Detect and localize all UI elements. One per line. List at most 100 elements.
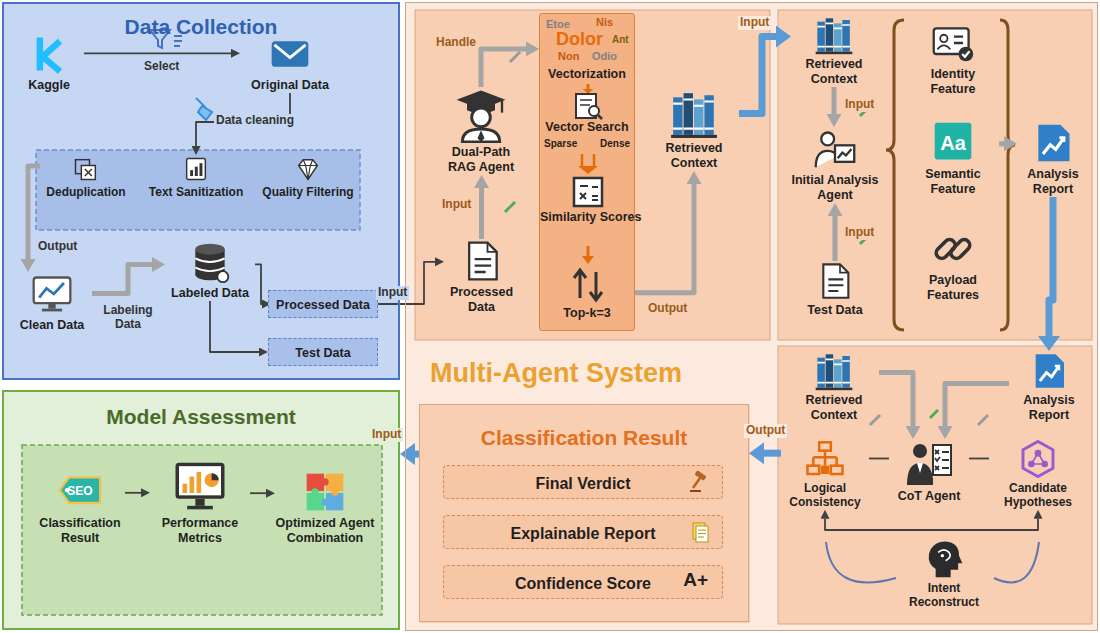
item-icon bbox=[688, 470, 712, 494]
intent-arc-right bbox=[994, 542, 1039, 583]
rag-subpanel bbox=[415, 10, 770, 340]
flow-arrow bbox=[969, 458, 989, 460]
document-node: Processed Data bbox=[444, 239, 519, 315]
analysis-subpanel bbox=[778, 10, 1092, 340]
feature-node: Identity Feature bbox=[907, 21, 999, 97]
vector-pipeline-column: EtoeNisDolorAntNonOdioVectorizationVecto… bbox=[539, 13, 635, 331]
node-title: A+ bbox=[683, 569, 708, 592]
broom-icon bbox=[196, 98, 212, 120]
flow-arrow bbox=[84, 52, 231, 54]
gavel-icon bbox=[688, 470, 712, 494]
cleaning-step: Quality Filtering bbox=[258, 155, 358, 199]
flow-arrow bbox=[250, 492, 266, 494]
node-label: Explainable Report bbox=[444, 518, 722, 549]
data-collection-panel-fill bbox=[2, 2, 400, 380]
node-label: Test Data bbox=[269, 341, 377, 366]
cot-icon bbox=[905, 439, 953, 487]
flow-arrow bbox=[879, 373, 913, 426]
node-label: Identity Feature bbox=[907, 67, 999, 97]
perf-icon bbox=[172, 458, 228, 514]
result-item: Final Verdict bbox=[443, 465, 723, 499]
assessment-node: Optimized Agent Combination bbox=[275, 470, 375, 546]
grad-icon bbox=[453, 87, 509, 143]
sanit-icon bbox=[182, 155, 210, 183]
edge-label: Handle bbox=[434, 36, 478, 50]
edge-label: Labeling Data bbox=[98, 304, 158, 332]
reasoning-node: Intent Reconstruct bbox=[899, 539, 989, 610]
flow-arrow bbox=[764, 450, 781, 457]
database-node: Labeled Data bbox=[165, 240, 255, 301]
node-title: Multi-Agent System bbox=[430, 357, 682, 389]
node-label: Initial Analysis Agent bbox=[789, 173, 881, 203]
document-node: Test Data bbox=[799, 261, 871, 318]
edge-label: Output bbox=[744, 424, 787, 438]
flow-arrow bbox=[999, 141, 1004, 146]
hypo-icon bbox=[1018, 439, 1058, 479]
intent-arc-left bbox=[826, 542, 896, 583]
cleaning-step: Deduplication bbox=[40, 155, 132, 199]
flow-arrow bbox=[1049, 197, 1053, 336]
books-icon bbox=[669, 89, 719, 139]
head-icon bbox=[924, 539, 964, 579]
result-panel: Classification ResultFinal VerdictExplai… bbox=[419, 404, 749, 622]
left-brace bbox=[886, 20, 904, 330]
edge-label: Input bbox=[738, 16, 771, 30]
flow-arrow bbox=[945, 383, 1009, 426]
report-icon bbox=[1029, 351, 1069, 391]
cleaning-band bbox=[36, 150, 360, 230]
doc-icon bbox=[460, 239, 504, 283]
node-label: Quality Filtering bbox=[258, 185, 358, 199]
assessment-inner-box bbox=[22, 445, 382, 615]
flow-arrow bbox=[832, 87, 837, 114]
books-icon bbox=[814, 15, 854, 55]
flow-arrow bbox=[833, 216, 838, 261]
flow-arrow bbox=[92, 264, 152, 293]
context-node: Retrieved Context bbox=[789, 351, 879, 423]
node-title: Dolor bbox=[556, 29, 603, 51]
node-title: Odio bbox=[592, 50, 617, 63]
report-node: Analysis Report bbox=[1017, 121, 1089, 197]
node-label: Dual-Path RAG Agent bbox=[438, 145, 524, 175]
node-title: Model Assessment bbox=[4, 404, 398, 429]
context-node: Retrieved Context bbox=[791, 15, 877, 87]
cot-subpanel bbox=[778, 346, 1092, 624]
node-title: Dense bbox=[600, 138, 630, 150]
node-label: Final Verdict bbox=[444, 468, 722, 499]
classification-panel-fill bbox=[420, 405, 750, 623]
node-label: CoT Agent bbox=[889, 489, 969, 504]
node-label: Optimized Agent Combination bbox=[275, 516, 375, 546]
data-split-box: Processed Data bbox=[268, 290, 378, 318]
node-label: Deduplication bbox=[40, 185, 132, 199]
dedup-icon bbox=[72, 155, 100, 183]
node-label: Labeled Data bbox=[165, 286, 255, 301]
feature-node: Payload Features bbox=[907, 227, 999, 303]
edge-label: Data cleaning bbox=[214, 114, 296, 128]
cleaning-step: Text Sanitization bbox=[136, 155, 256, 199]
node-title: Data Collection bbox=[4, 14, 398, 39]
node-label: Payload Features bbox=[907, 273, 999, 303]
agent-node: CoT Agent bbox=[889, 439, 969, 504]
flow-arrow bbox=[378, 262, 435, 304]
assessment-node: SEOClassification Result bbox=[35, 470, 125, 546]
flow-arrow bbox=[635, 184, 694, 293]
assessment-node: Performance Metrics bbox=[150, 458, 250, 546]
edge-label: Select bbox=[142, 60, 181, 74]
right-brace bbox=[1000, 20, 1015, 330]
link-icon bbox=[931, 227, 975, 271]
node-title: Nis bbox=[596, 16, 613, 29]
panel: Data CollectionKaggleOriginal DataDedupl… bbox=[2, 2, 400, 380]
kaggle-icon bbox=[27, 32, 71, 76]
node-label: Retrieved Context bbox=[789, 393, 879, 423]
node-label: Text Sanitization bbox=[136, 185, 256, 199]
tree-icon bbox=[805, 439, 845, 479]
node-label: Original Data bbox=[240, 78, 340, 93]
flow-arrow bbox=[869, 458, 889, 460]
node-label: Processed Data bbox=[269, 293, 377, 318]
node-label: Intent Reconstruct bbox=[899, 581, 989, 610]
node-label: Analysis Report bbox=[1009, 393, 1089, 423]
monitor-icon bbox=[30, 272, 74, 316]
node-title: Sparse bbox=[544, 138, 577, 150]
smalldoc-icon bbox=[688, 520, 712, 544]
reasoning-node: Candidate Hypotheses bbox=[989, 439, 1087, 510]
data-icon-node: Clean Data bbox=[12, 272, 92, 333]
